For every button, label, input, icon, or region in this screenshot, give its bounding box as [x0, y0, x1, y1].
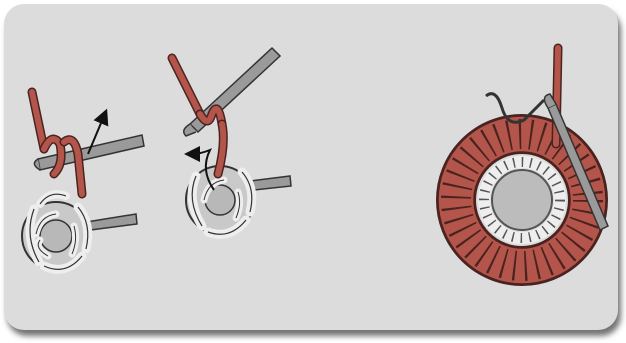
white-yarn-ring-1: [22, 194, 90, 270]
step-1-figure: [22, 92, 144, 270]
red-yarn-2: [172, 58, 223, 174]
illustration-frame: [4, 4, 618, 330]
red-yarn-ring-3: [438, 116, 606, 284]
hook-upper-2: [184, 48, 280, 136]
step-3-figure: [438, 48, 608, 284]
red-yarn-1: [32, 92, 82, 194]
crochet-illustration: [4, 4, 618, 330]
step-2-figure: [172, 48, 291, 234]
